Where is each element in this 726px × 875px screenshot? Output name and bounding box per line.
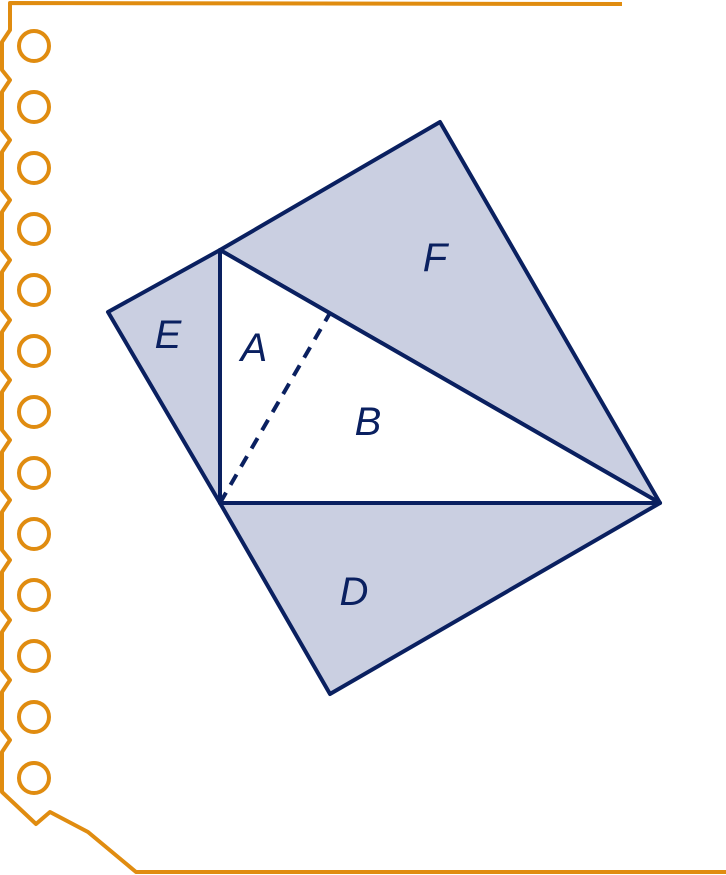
- spiral-ring: [17, 700, 51, 734]
- spiral-ring: [17, 29, 51, 63]
- spiral-ring: [17, 334, 51, 368]
- spiral-ring: [17, 212, 51, 246]
- spiral-ring: [17, 578, 51, 612]
- label-b: B: [355, 400, 382, 444]
- geometric-figure: E A F B D: [106, 120, 662, 696]
- label-e: E: [155, 313, 183, 357]
- label-d: D: [340, 570, 369, 614]
- spiral-ring: [17, 639, 51, 673]
- spiral-rings: [17, 29, 51, 795]
- spiral-ring: [17, 90, 51, 124]
- spiral-ring: [17, 517, 51, 551]
- altitude-dashed: [218, 311, 332, 505]
- spiral-ring: [17, 456, 51, 490]
- spiral-ring: [17, 151, 51, 185]
- region-d: [218, 501, 662, 696]
- label-f: F: [423, 236, 450, 280]
- region-e: [106, 248, 222, 505]
- spiral-ring: [17, 395, 51, 429]
- spiral-ring: [17, 273, 51, 307]
- spiral-ring: [17, 761, 51, 795]
- label-a: A: [239, 326, 268, 370]
